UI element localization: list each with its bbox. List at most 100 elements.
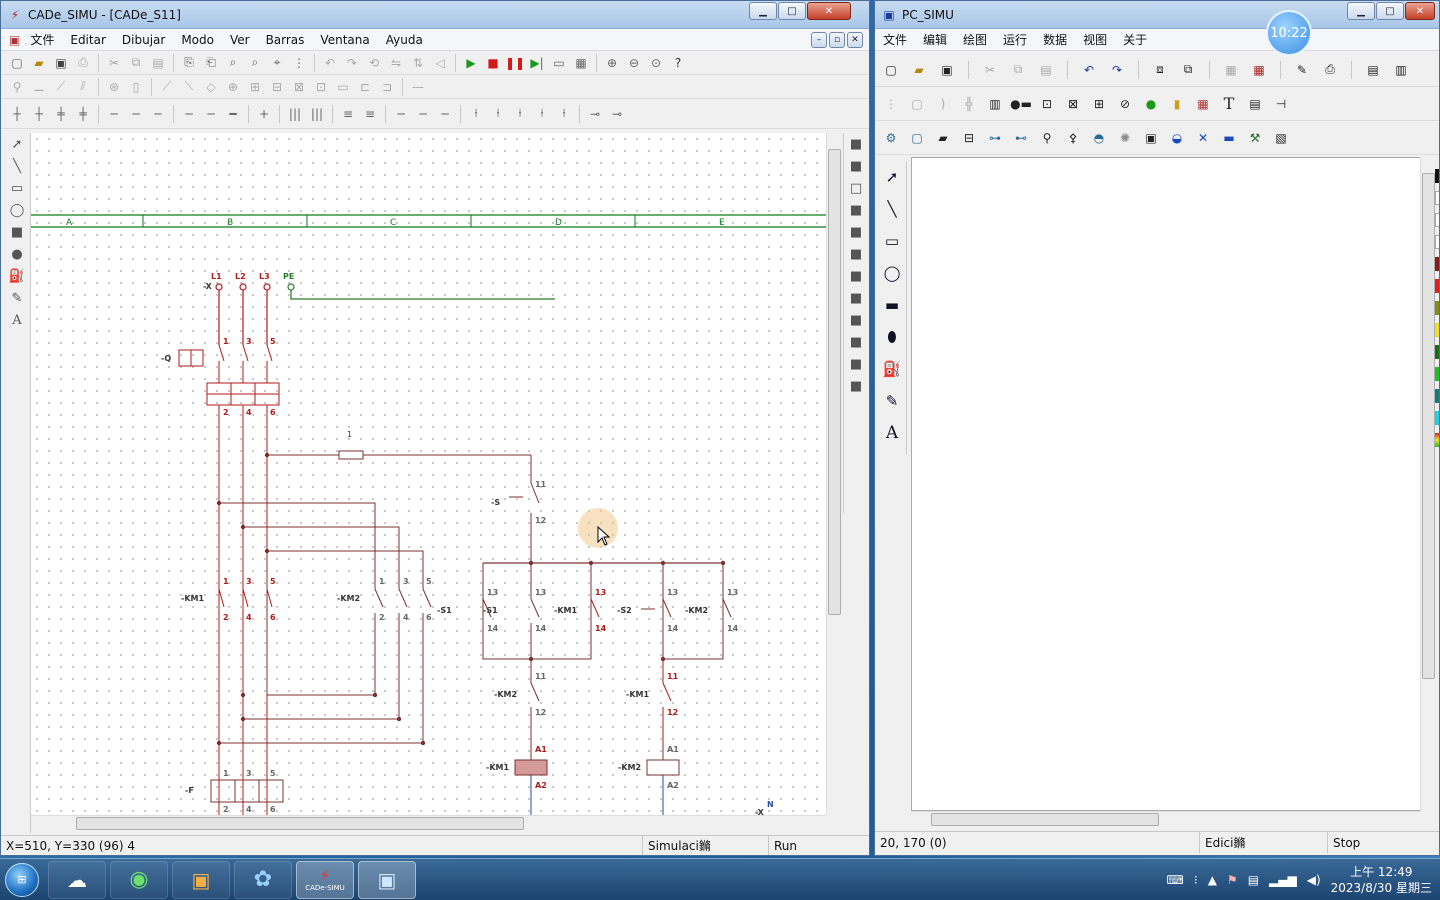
palette-block-2-icon[interactable]: ■	[849, 158, 863, 174]
symbol-contact-nc-icon[interactable]: ⟍	[184, 79, 194, 93]
grid-icon[interactable]: ⋮	[293, 55, 305, 70]
pc-comp-5-icon[interactable]: ▥	[989, 96, 1001, 111]
pc-text-tool-icon[interactable]: A	[885, 423, 899, 443]
select-arrow-icon[interactable]: ➚	[11, 136, 23, 152]
child-restore-button[interactable]: ▫	[829, 31, 845, 48]
pc-bar-icon[interactable]: ▬	[1223, 130, 1235, 145]
floating-timer-bubble[interactable]: 10:22	[1266, 10, 1312, 56]
pc-comp-3-icon[interactable]: )	[940, 96, 946, 111]
pc-robot-icon[interactable]: ⚒	[1249, 130, 1261, 145]
wire-h8-icon[interactable]: ─	[441, 106, 449, 121]
wire-v3b-icon[interactable]: |||	[310, 106, 324, 121]
pc-cut-icon[interactable]: ✂	[984, 62, 996, 77]
cade-horizontal-scrollbar[interactable]	[31, 815, 826, 831]
cut-icon[interactable]: ✂	[108, 55, 120, 70]
print-preview-icon[interactable]: ⎘	[184, 55, 194, 69]
pc-valve-icon[interactable]: ⚲	[1042, 130, 1052, 145]
taskbar-app-store[interactable]: ▣	[172, 860, 230, 899]
symbol-block-icon[interactable]: ▭	[337, 79, 349, 94]
pc-comp-7-icon[interactable]: ⊡	[1041, 96, 1053, 111]
thermal-relay-f[interactable]	[210, 779, 284, 803]
start-button[interactable]: ⊞	[0, 859, 44, 900]
pc-cylinder-icon[interactable]: ⊟	[963, 130, 975, 145]
align-icon[interactable]: ◁	[435, 55, 445, 70]
simulate-step-icon[interactable]: ▶|	[530, 55, 544, 70]
filled-ellipse-tool-icon[interactable]: ●	[11, 246, 23, 262]
pc-pen-tool-icon[interactable]: ✎	[885, 392, 899, 410]
wire-plus-icon[interactable]: +	[258, 106, 270, 121]
pc-scissor-icon[interactable]: ✕	[1197, 130, 1209, 145]
child-minimize-button[interactable]: –	[811, 31, 827, 48]
palette-block-6-icon[interactable]: ■	[849, 246, 863, 262]
connector-1-icon[interactable]: ⊸	[589, 106, 601, 121]
replace-icon[interactable]: ⌖	[273, 55, 281, 69]
zoom-fit-icon[interactable]: ⊙	[650, 55, 662, 70]
color-white-3[interactable]	[1435, 235, 1439, 249]
redo-icon[interactable]: ↷	[346, 55, 358, 70]
rectangle-tool-icon[interactable]: ▭	[10, 180, 24, 196]
palette-block-7-icon[interactable]: ■	[849, 268, 863, 284]
symbol-multi-icon[interactable]: ⫽	[80, 79, 86, 93]
flag-icon[interactable]: ⚑	[1226, 873, 1238, 887]
color-red[interactable]	[1435, 279, 1439, 293]
menu-file[interactable]: 文件	[30, 33, 55, 47]
schematic-canvas[interactable]: A B C D E L1 L2 L3 PE -X	[31, 133, 826, 815]
wire-cross2-icon[interactable]: ┼	[35, 106, 43, 121]
pc-comp-10-icon[interactable]: ⊘	[1119, 96, 1131, 111]
simulate-stop-icon[interactable]: ■	[487, 55, 499, 70]
pcsimu-menu-data[interactable]: 数据	[1043, 33, 1068, 47]
pc-group-icon[interactable]: ⧈	[1156, 62, 1164, 76]
pc-new-icon[interactable]: ▢	[885, 62, 897, 77]
control-fuse[interactable]	[338, 450, 364, 460]
symbol-timer-icon[interactable]: ⊠	[293, 79, 305, 94]
pc-grid-red-icon[interactable]: ▦	[1253, 62, 1265, 77]
pcsimu-horizontal-scrollbar[interactable]	[911, 811, 1421, 827]
stop-switch-s[interactable]	[509, 482, 540, 563]
breaker-q[interactable]	[178, 344, 280, 815]
pcsimu-canvas[interactable]	[911, 157, 1421, 811]
zoom-page-icon[interactable]: ⌕	[251, 55, 259, 69]
menu-edit[interactable]: Editar	[70, 32, 106, 47]
keyboard-icon[interactable]: ⌨	[1166, 873, 1184, 887]
color-multi[interactable]	[1435, 433, 1439, 447]
pc-lift-icon[interactable]: ⚴	[1068, 130, 1078, 145]
wire-h4-icon[interactable]: ─	[185, 106, 193, 121]
pc-lamp-green-icon[interactable]: ●	[1145, 96, 1157, 111]
volume-icon[interactable]: ◀)	[1306, 873, 1321, 887]
pc-comp-4-icon[interactable]: ╬	[965, 96, 973, 111]
pcsimu-maximize-button[interactable]: □	[1376, 2, 1404, 20]
palette-block-3-icon[interactable]: □	[849, 180, 863, 196]
taskbar-app-cloud[interactable]: ☁	[48, 860, 106, 899]
undo-icon[interactable]: ↶	[324, 55, 336, 70]
terminal-2-icon[interactable]: ⍿	[496, 106, 500, 120]
network-icon[interactable]: ▂▄▆	[1269, 873, 1297, 887]
menu-view[interactable]: Ver	[229, 32, 250, 47]
print-icon[interactable]: ⎙	[78, 55, 88, 69]
symbol-thermal-icon[interactable]: ⊡	[315, 79, 327, 94]
pc-copy-icon[interactable]: ⧉	[1013, 62, 1023, 76]
terminal-3-icon[interactable]: ⍿	[518, 106, 522, 120]
symbol-line-icon[interactable]: —	[412, 79, 424, 94]
symbol-motor-icon[interactable]: ⊛	[108, 79, 120, 94]
wire-h5-icon[interactable]: ─	[207, 106, 215, 121]
clock[interactable]: 上午 12:49 2023/8/30 星期三	[1331, 864, 1432, 896]
pcsimu-menu-view[interactable]: 视图	[1083, 33, 1108, 47]
pc-tank-icon[interactable]: ◓	[1093, 130, 1105, 145]
symbol-trafo-icon[interactable]: ▯	[132, 79, 140, 94]
symbol-lamp-icon[interactable]: ⚲	[12, 79, 22, 94]
pc-screen-icon[interactable]: ▣	[1145, 130, 1157, 145]
wire-h6-icon[interactable]: ─	[397, 106, 405, 121]
pc-fan-icon[interactable]: ✺	[1119, 130, 1131, 145]
maximize-button[interactable]: □	[778, 2, 806, 20]
terminal-1-icon[interactable]: ⍿	[474, 106, 478, 120]
line-tool-icon[interactable]: ╲	[13, 158, 21, 174]
window-tile-icon[interactable]: ▦	[575, 55, 587, 70]
symbol-20-icon[interactable]: ⊏	[359, 79, 371, 94]
color-white[interactable]	[1435, 191, 1439, 205]
color-green[interactable]	[1435, 367, 1439, 381]
pc-open-icon[interactable]: ▰	[914, 62, 924, 77]
pc-save-icon[interactable]: ▣	[941, 62, 953, 77]
symbol-sensor-icon[interactable]: ◇	[206, 79, 216, 94]
color-teal[interactable]	[1435, 389, 1439, 403]
pc-device-2-icon[interactable]: ▥	[1395, 62, 1407, 77]
